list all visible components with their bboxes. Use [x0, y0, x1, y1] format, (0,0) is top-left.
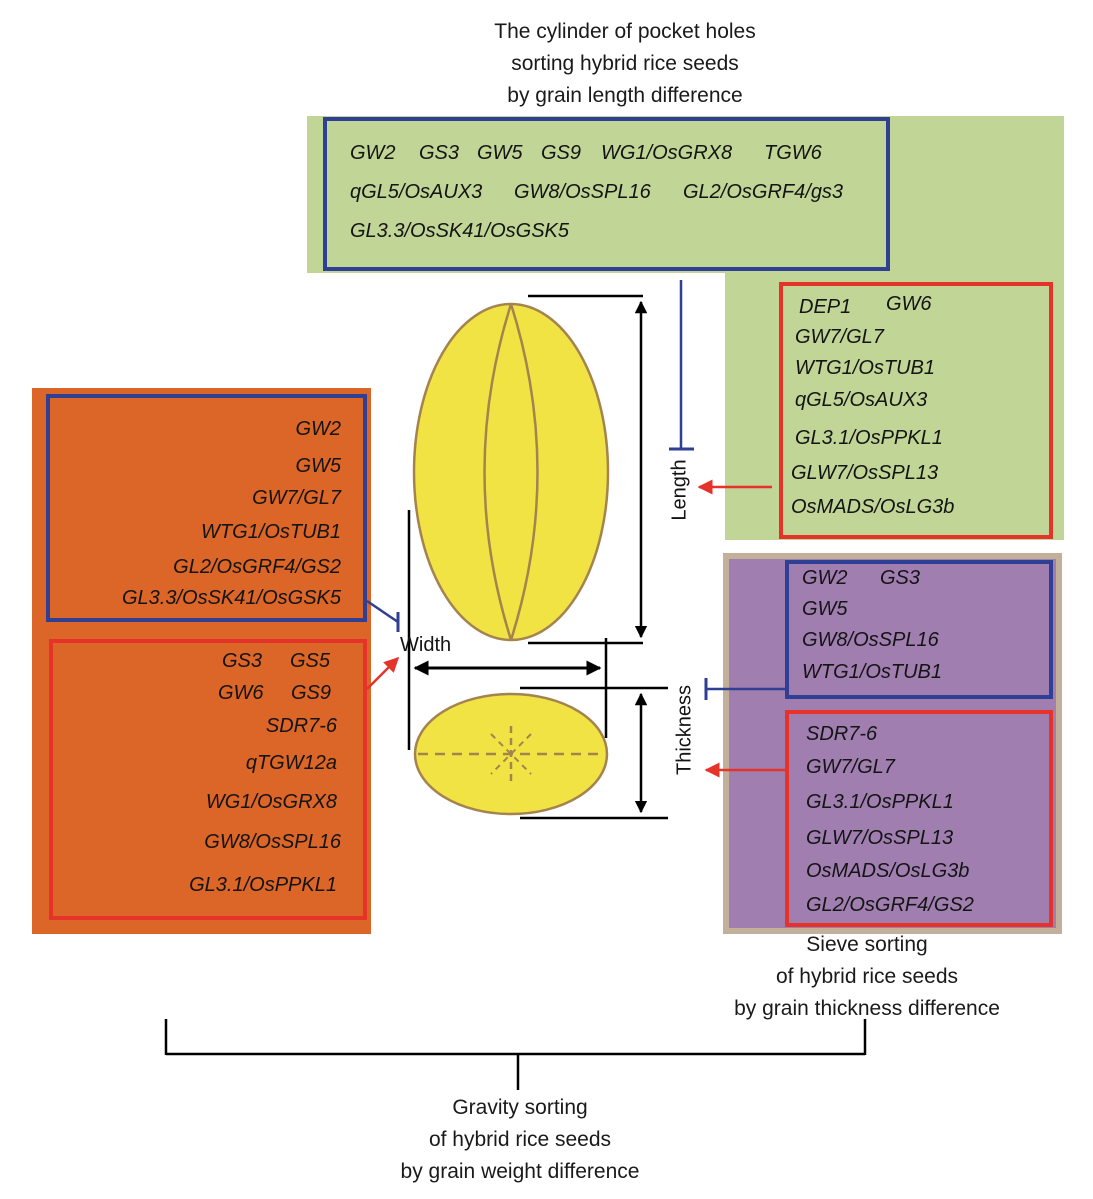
gene-label: GW7/GL7 [806, 756, 895, 778]
gene-label: DEP1 [799, 296, 852, 318]
gene-label: OsMADS/OsLG3b [791, 496, 955, 518]
width-negative-gene-box [46, 394, 367, 622]
width-positive-gene-box [49, 639, 367, 920]
gene-label: GL3.1/OsPPKL1 [189, 874, 337, 896]
gene-label: GW5 [295, 455, 341, 477]
width-panel-background [32, 388, 371, 934]
gene-label: GL2/OsGRF4/GS2 [173, 556, 341, 578]
caption-line: Sieve sorting [806, 933, 928, 956]
gene-label: GS3 [880, 567, 921, 589]
gene-label: GS9 [291, 682, 332, 704]
caption-line: sorting hybrid rice seeds [511, 52, 739, 75]
gene-label: GS3 [419, 142, 460, 164]
gene-label: GL2/OsGRF4/gs3 [683, 181, 844, 203]
seed-top-view [412, 302, 610, 642]
gene-label: qTGW12a [245, 752, 337, 774]
gene-label: GW2 [350, 142, 396, 164]
gene-label: GW5 [802, 598, 848, 620]
gene-label: GL2/OsGRF4/GS2 [806, 894, 974, 916]
gene-label: GW8/OsSPL16 [514, 181, 651, 203]
thickness-panel-background [729, 559, 1056, 928]
caption-line: by grain length difference [507, 84, 743, 107]
gene-label: WG1/OsGRX8 [205, 791, 337, 813]
length-label: Length [668, 459, 691, 521]
gene-label: GW7/GL7 [252, 487, 341, 509]
gene-label: GL3.1/OsPPKL1 [795, 427, 943, 449]
gene-label: GL3.3/OsSK41/OsGSK5 [350, 220, 569, 242]
gene-label: SDR7-6 [806, 723, 878, 745]
length-dimension [528, 294, 648, 645]
gene-label: WG1/OsGRX8 [601, 142, 733, 164]
gene-label: GLW7/OsSPL13 [806, 827, 954, 849]
gene-label: OsMADS/OsLG3b [806, 860, 970, 882]
gene-label: GW7/GL7 [795, 326, 884, 348]
weight-sorting-caption: Gravity sorting of hybrid rice seeds by … [370, 1092, 670, 1188]
width-label: Width [400, 634, 452, 656]
gene-label: qGL5/OsAUX3 [795, 389, 928, 411]
gene-label: GW6 [218, 682, 264, 704]
gene-label: GW2 [802, 567, 848, 589]
seed-cross-section [413, 692, 609, 816]
thickness-negative-gene-box [785, 560, 1053, 699]
caption-line: of hybrid rice seeds [428, 1128, 612, 1151]
gene-label: GW6 [886, 293, 932, 315]
gene-label: GW8/OsSPL16 [802, 629, 939, 651]
caption-line: The cylinder of pocket holes [494, 20, 756, 43]
gene-label: GW8/OsSPL16 [204, 831, 341, 853]
gene-label: WTG1/OsTUB1 [795, 357, 936, 379]
length-negative-gene-box [323, 117, 890, 271]
gene-label: GL3.3/OsSK41/OsGSK5 [122, 587, 341, 609]
caption-line: Gravity sorting [452, 1096, 588, 1119]
thickness-dimension [520, 686, 668, 820]
thickness-positive-gene-box [785, 710, 1053, 927]
gene-label: GLW7/OsSPL13 [791, 462, 939, 484]
width-negative-regulation-line [366, 599, 400, 632]
width-positive-regulation-arrow [366, 656, 400, 690]
gene-label: GS5 [290, 650, 331, 672]
gene-label: GS3 [222, 650, 263, 672]
gene-label: WTG1/OsTUB1 [200, 521, 341, 543]
thickness-negative-regulation-line [704, 678, 785, 700]
gene-label: GL3.1/OsPPKL1 [806, 791, 954, 813]
gene-label: qGL5/OsAUX3 [350, 181, 483, 203]
caption-line: by grain weight difference [400, 1160, 640, 1183]
thickness-sorting-caption: Sieve sorting of hybrid rice seeds by gr… [707, 929, 1027, 1025]
gene-label: GW2 [295, 418, 341, 440]
length-positive-gene-box [779, 282, 1053, 539]
gene-label: WTG1/OsTUB1 [802, 661, 943, 683]
length-sorting-caption: The cylinder of pocket holes sorting hyb… [425, 16, 825, 112]
length-panel-background [307, 116, 1064, 273]
thickness-label: Thickness [673, 684, 696, 776]
gene-label: GW5 [477, 142, 523, 164]
weight-sorting-bracket [164, 1019, 867, 1090]
gene-label: SDR7-6 [265, 715, 337, 737]
caption-line: of hybrid rice seeds [775, 965, 959, 988]
gene-label: GS9 [541, 142, 582, 164]
caption-line: by grain thickness difference [734, 997, 1000, 1020]
length-negative-regulation-line [669, 280, 694, 451]
gene-label: TGW6 [764, 142, 822, 164]
